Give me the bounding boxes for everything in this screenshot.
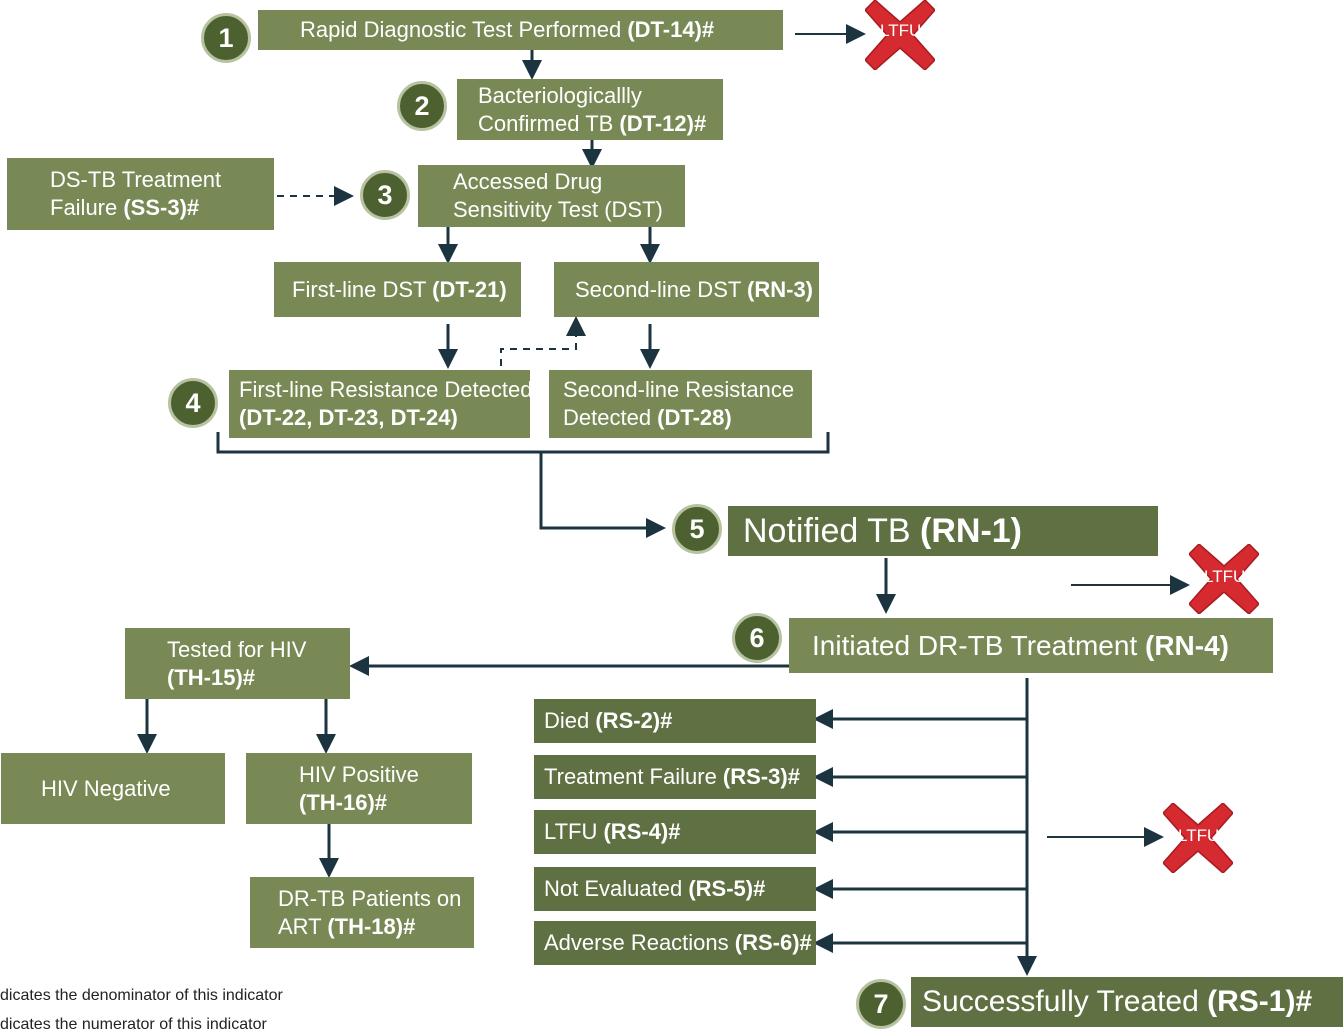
on-art-box: DR-TB Patients on ART (TH-18)# (250, 877, 474, 948)
notified-tb-text: Notified TB (743, 512, 921, 550)
step-badge-4: 4 (168, 378, 218, 428)
arrow-bracket-5 (539, 452, 666, 538)
outcome-adverse-text: Adverse Reactions (544, 930, 735, 955)
ltfu-cross-icon (865, 0, 935, 70)
ltfu-label-3: LTFU (1178, 826, 1220, 845)
second-line-dst-box: Second-line DST (RN-3) (554, 262, 819, 317)
outcome-failure-text: Treatment Failure (544, 764, 723, 789)
successfully-treated-code: (RS-1)# (1207, 985, 1313, 1018)
first-line-dst-code: (DT-21) (432, 276, 507, 302)
accessed-dst-box: Accessed Drug Sensitivity Test (DST) (418, 165, 685, 227)
first-line-resistance-code: (DT-22, DT-23, DT-24) (239, 405, 458, 430)
outcome-adverse-code: (RS-6)# (734, 930, 812, 955)
bacteriologically-line2: Confirmed TB (478, 110, 620, 136)
ltfu-cross-icon (1163, 803, 1233, 873)
ltfu-cross-icon (1189, 544, 1259, 614)
notified-tb-code: (RN-1) (920, 512, 1022, 550)
second-line-resistance-box: Second-line Resistance Detected (DT-28) (549, 370, 812, 438)
hiv-negative-text: HIV Negative (41, 775, 171, 801)
outcome-not-evaluated-text: Not Evaluated (544, 876, 689, 901)
second-line-resistance-code: (DT-28) (657, 405, 732, 430)
bacteriologically-line1: Bacteriologicallly (478, 82, 642, 108)
initiated-treatment-box: Initiated DR-TB Treatment (RN-4) (789, 618, 1273, 673)
accessed-dst-line1: Accessed Drug (453, 169, 603, 194)
step-badge-1: 1 (201, 13, 251, 63)
accessed-dst-line2: Sensitivity Test (DST) (453, 197, 663, 222)
ds-tb-failure-line2: Failure (50, 195, 124, 220)
outcome-died-box: Died (RS-2)# (534, 699, 816, 743)
on-art-code: (TH-18)# (327, 913, 416, 939)
outcome-ltfu-box: LTFU (RS-4)# (534, 810, 816, 854)
step-badge-6: 6 (732, 613, 782, 663)
outcome-adverse-box: Adverse Reactions (RS-6)# (534, 921, 816, 965)
legend-numerator: dicates the numerator of this indicator (0, 1016, 267, 1033)
tested-hiv-box: Tested for HIV (TH-15)# (125, 628, 350, 699)
rapid-diagnostic-test-box: Rapid Diagnostic Test Performed (DT-14)# (258, 10, 783, 50)
ltfu-label-2: LTFU (1204, 567, 1246, 586)
second-line-dst-code: (RN-3) (747, 276, 814, 302)
outcome-not-evaluated-code: (RS-5)# (688, 876, 766, 901)
outcome-failure-box: Treatment Failure (RS-3)# (534, 755, 816, 799)
first-line-dst-text: First-line DST (292, 276, 433, 302)
hiv-negative-box: HIV Negative (1, 753, 225, 824)
outcome-died-code: (RS-2)# (595, 708, 673, 733)
step-badge-7: 7 (856, 979, 906, 1029)
rapid-diagnostic-test-code: (DT-14)# (627, 17, 715, 42)
second-line-resistance-line2: Detected (563, 405, 658, 430)
outcome-failure-code: (RS-3)# (722, 764, 800, 789)
second-line-resistance-line1: Second-line Resistance (563, 377, 795, 402)
successfully-treated-text: Successfully Treated (922, 985, 1208, 1018)
bacteriologically-code: (DT-12)# (619, 110, 707, 136)
step-badge-2: 2 (397, 81, 447, 131)
ds-tb-failure-box: DS-TB Treatment Failure (SS-3)# (7, 158, 274, 230)
initiated-treatment-code: (RN-4) (1145, 629, 1230, 661)
step-badge-3: 3 (360, 170, 410, 220)
on-art-line1: DR-TB Patients on (278, 885, 462, 911)
second-line-dst-text: Second-line DST (575, 276, 748, 302)
arrow-first-resist-second-dst (500, 316, 586, 366)
tested-hiv-line1: Tested for HIV (167, 636, 307, 662)
ds-tb-failure-code: (SS-3)# (123, 195, 200, 220)
outcome-died-text: Died (544, 708, 596, 733)
hiv-positive-code: (TH-16)# (299, 789, 388, 815)
first-line-dst-box: First-line DST (DT-21) (274, 262, 521, 317)
bacteriologically-confirmed-box: Bacteriologicallly Confirmed TB (DT-12)# (457, 79, 723, 140)
outcome-ltfu-code: (RS-4)# (603, 819, 681, 844)
first-line-resistance-box: First-line Resistance Detected (DT-22, D… (229, 370, 530, 438)
outcome-not-evaluated-box: Not Evaluated (RS-5)# (534, 867, 816, 911)
notified-tb-box: Notified TB (RN-1) (728, 506, 1158, 556)
successfully-treated-box: Successfully Treated (RS-1)# (911, 977, 1343, 1027)
step-badge-5: 5 (672, 504, 722, 554)
rapid-diagnostic-test-text: Rapid Diagnostic Test Performed (300, 17, 628, 42)
tested-hiv-code: (TH-15)# (167, 664, 256, 690)
legend-denominator: dicates the denominator of this indicato… (0, 987, 283, 1004)
ds-tb-failure-line1: DS-TB Treatment (50, 167, 222, 192)
first-line-resistance-line1: First-line Resistance Detected (239, 377, 530, 402)
ltfu-label-1: LTFU (880, 21, 922, 40)
hiv-positive-box: HIV Positive (TH-16)# (246, 753, 472, 824)
outcome-ltfu-text: LTFU (544, 819, 604, 844)
initiated-treatment-text: Initiated DR-TB Treatment (812, 629, 1146, 661)
on-art-line2: ART (278, 913, 328, 939)
hiv-positive-line1: HIV Positive (299, 761, 419, 787)
